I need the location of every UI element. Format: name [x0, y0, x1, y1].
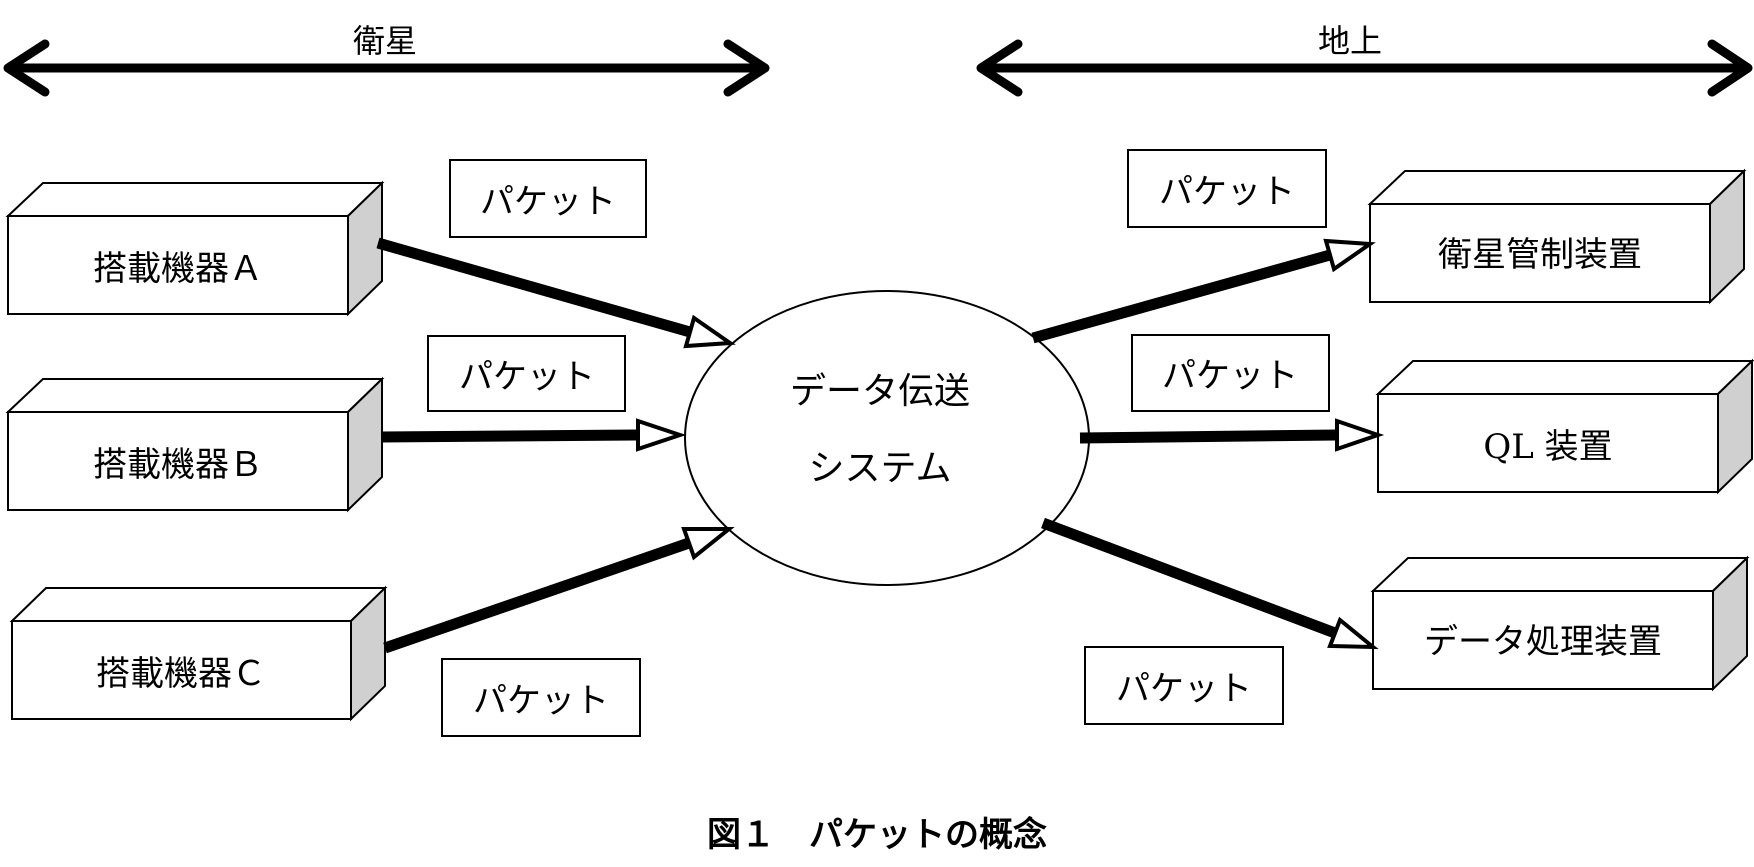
central-system-line1: データ伝送	[790, 371, 970, 412]
onboard-device-a-label: 搭載機器Ａ	[93, 249, 263, 289]
packet-label-satellite-control-text: パケット	[1159, 172, 1295, 212]
packet-label-c-text: パケット	[473, 681, 609, 721]
ground-span-arrow	[976, 39, 1753, 97]
onboard-device-b-label: 搭載機器Ｂ	[93, 445, 263, 485]
data-transmission-system: データ伝送 システム	[684, 290, 1090, 586]
packet-label-data-processing: パケット	[1084, 646, 1284, 725]
onboard-device-c: 搭載機器Ｃ	[9, 585, 388, 722]
packet-label-ql-text: パケット	[1162, 356, 1298, 396]
flow-arrow-c	[383, 527, 735, 654]
packet-label-a: パケット	[449, 159, 647, 238]
satellite-span-arrow	[3, 39, 770, 97]
ground-label: 地上	[1318, 22, 1382, 60]
central-system-line2: システム	[809, 448, 952, 489]
ground-device-satellite-control: 衛星管制装置	[1367, 168, 1747, 305]
flow-arrow-a	[376, 237, 736, 349]
ground-device-satellite-control-label: 衛星管制装置	[1438, 235, 1642, 275]
packet-label-ql: パケット	[1131, 334, 1330, 412]
onboard-device-c-label: 搭載機器Ｃ	[96, 654, 266, 694]
packet-label-c: パケット	[441, 658, 641, 737]
flow-arrow-data-processing	[1041, 517, 1379, 650]
flow-arrow-b	[380, 418, 687, 452]
satellite-label: 衛星	[353, 22, 417, 60]
packet-label-satellite-control: パケット	[1127, 149, 1327, 228]
packet-label-data-processing-text: パケット	[1116, 669, 1252, 709]
packet-label-b-text: パケット	[459, 357, 595, 397]
flow-arrow-ql	[1079, 418, 1385, 452]
figure-caption: 図１ パケットの概念	[707, 815, 1047, 855]
ground-device-ql-label: QL 装置	[1483, 427, 1612, 467]
packet-label-b: パケット	[427, 335, 626, 412]
onboard-device-b: 搭載機器Ｂ	[5, 376, 385, 513]
flow-arrow-satellite-control	[1031, 238, 1376, 344]
ground-device-data-processing-label: データ処理装置	[1424, 622, 1662, 662]
ground-device-ql: QL 装置	[1375, 358, 1754, 495]
onboard-device-a: 搭載機器Ａ	[5, 180, 385, 317]
ground-device-data-processing: データ処理装置	[1370, 555, 1750, 692]
packet-label-a-text: パケット	[480, 182, 616, 222]
